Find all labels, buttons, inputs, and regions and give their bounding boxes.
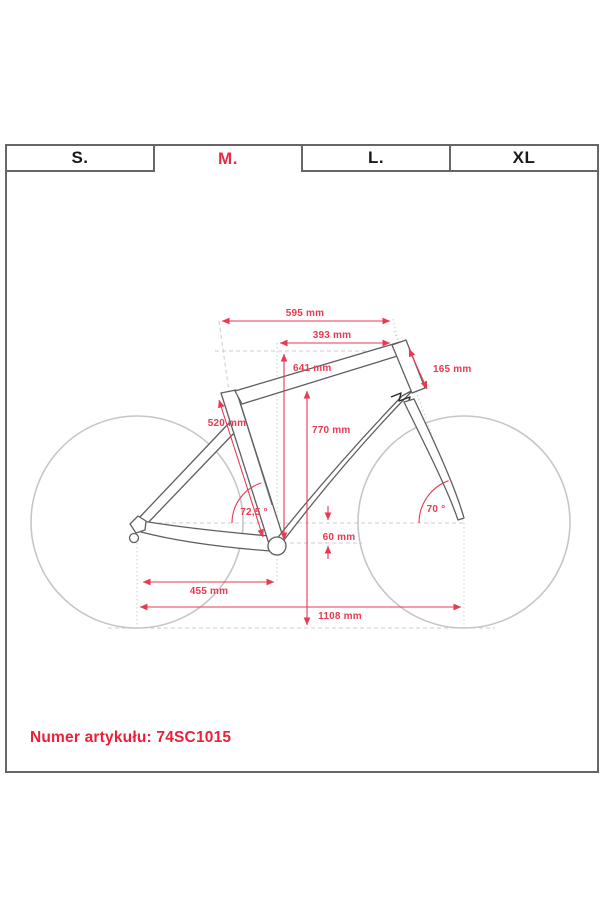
tab-size-m[interactable]: M.: [153, 146, 301, 172]
article-number: Numer artykułu: 74SC1015: [30, 729, 232, 746]
tab-size-l[interactable]: L.: [301, 146, 449, 172]
tab-size-s[interactable]: S.: [7, 146, 153, 172]
tab-size-xl[interactable]: XL: [449, 146, 597, 172]
size-tab-bar: S. M. L. XL: [5, 144, 599, 172]
size-detail-panel: [5, 172, 599, 773]
